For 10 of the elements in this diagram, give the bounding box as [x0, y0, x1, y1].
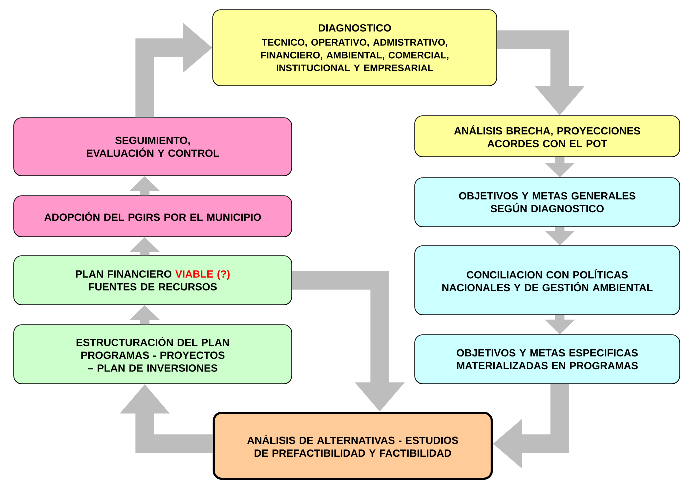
- process-box: DIAGNOSTICO TECNICO, OPERATIVO, ADMISTRATIVO, FINANCIERO, AMBIENTAL, COMERCIAL, INSTITUCIONAL Y EMPRESARIAL: [212, 10, 498, 86]
- process-box: CONCILIACION CON POLÍTICAS NACIONALES Y DE GESTIÓN AMBIENTAL: [414, 246, 680, 316]
- process-box: OBJETIVOS Y METAS ESPECIFICAS MATERIALIZADAS EN PROGRAMAS: [414, 334, 680, 384]
- process-box: PLAN FINANCIERO VIABLE (?) FUENTES DE RECURSOS: [14, 256, 292, 306]
- process-box: ESTRUCTURACIÓN DEL PLAN PROGRAMAS - PROYECTOS – PLAN DE INVERSIONES: [14, 324, 292, 384]
- process-box: SEGUIMIENTO, EVALUACIÓN Y CONTROL: [14, 118, 292, 176]
- process-box: ANÁLISIS DE ALTERNATIVAS - ESTUDIOS DE PREFACTIBILIDAD Y FACTIBILIDAD: [212, 412, 494, 480]
- process-box: OBJETIVOS Y METAS GENERALES SEGÚN DIAGNOSTICO: [414, 178, 680, 228]
- process-box: ANÁLISIS BRECHA, PROYECCIONES ACORDES CON EL POT: [414, 116, 680, 158]
- process-box: ADOPCIÓN DEL PGIRS POR EL MUNICIPIO: [14, 196, 292, 238]
